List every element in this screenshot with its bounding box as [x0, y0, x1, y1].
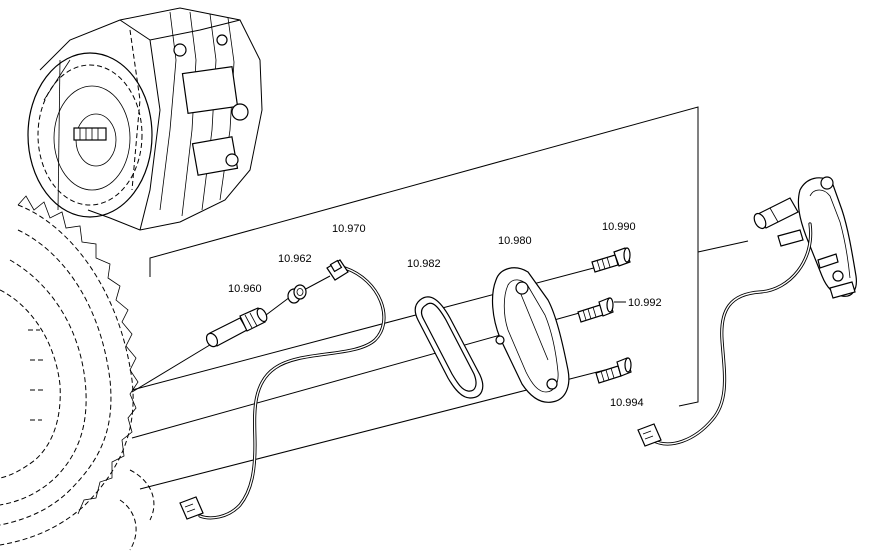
callout-10970: 10.970 [332, 223, 366, 235]
bolt-10990-part [591, 247, 631, 273]
callout-10990: 10.990 [602, 221, 636, 233]
callout-10982: 10.982 [407, 258, 441, 270]
sensor-bracket-part [491, 267, 570, 403]
callout-10992: 10.992 [628, 297, 662, 309]
bolt-10992-part [577, 297, 626, 323]
wiring-harness-part [179, 259, 386, 520]
transmission-housing-outline [0, 195, 155, 551]
speed-sensor-part [205, 307, 268, 348]
seal-ring-part [287, 284, 307, 304]
assembled-sensor-view [637, 176, 857, 447]
callout-10994: 10.994 [610, 397, 644, 409]
gasket-part [414, 296, 484, 399]
callout-10962: 10.962 [278, 253, 312, 265]
transmission-overview-illustration [27, 7, 263, 231]
callout-10980: 10.980 [498, 235, 532, 247]
bolt-10994-part [595, 357, 632, 384]
callout-labels: 10.960 10.962 10.970 10.982 10.980 10.99… [228, 221, 662, 409]
callout-10960: 10.960 [228, 283, 262, 295]
